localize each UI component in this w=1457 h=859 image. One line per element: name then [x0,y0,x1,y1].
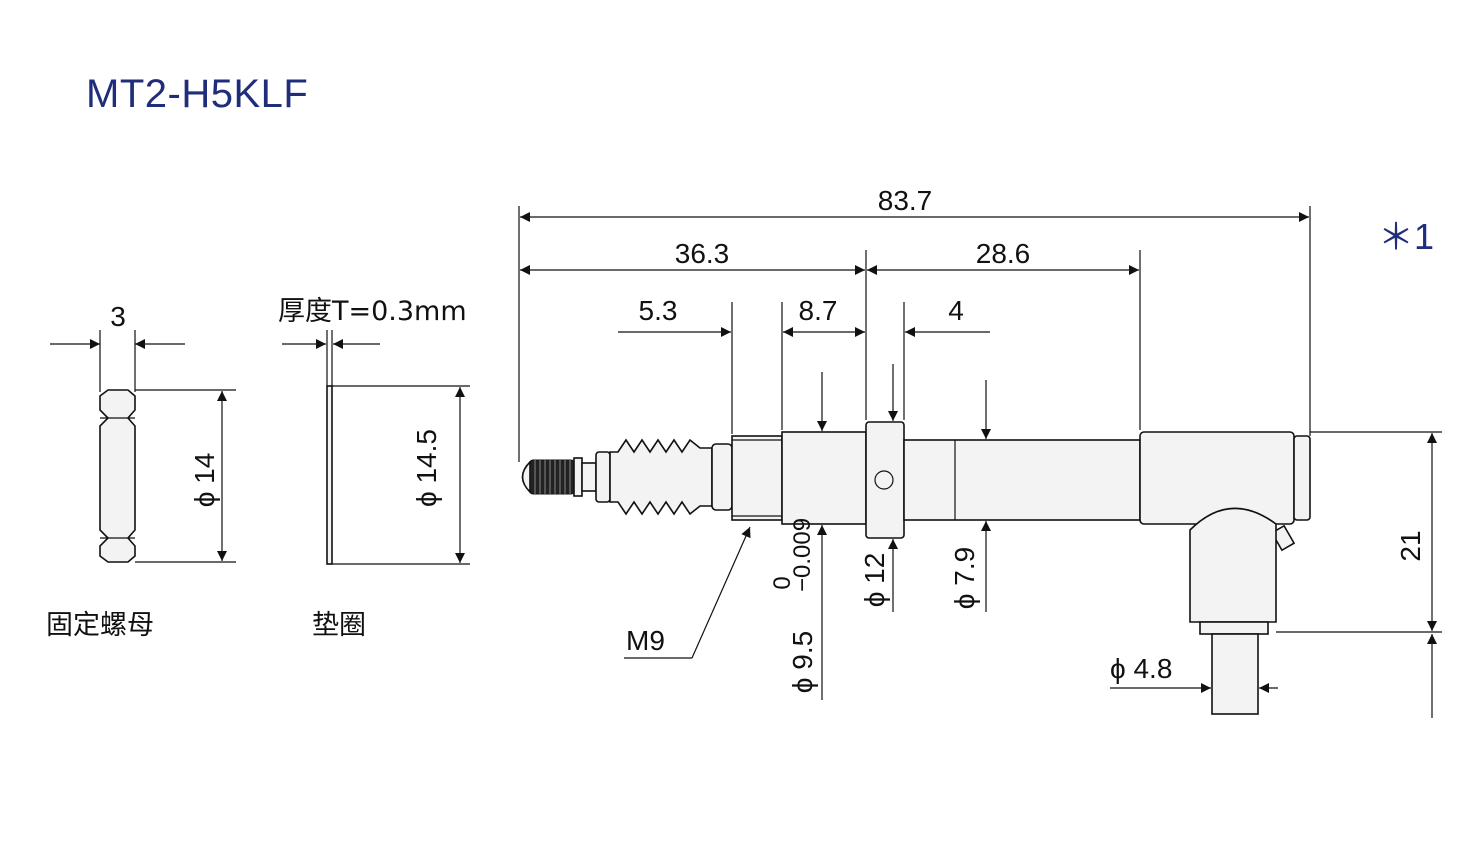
fixing-nut: 3 ϕ 14 固定螺母 [46,301,236,641]
tolerance-upper-label: 0 [769,576,796,589]
note-marker: ＊1 [1378,216,1435,257]
page-title: MT2-H5KLF [86,72,309,116]
stem-diameter-label: ϕ 9.5 [787,631,818,693]
probe-dimensions: 83.7 36.3 28.6 5.3 8.7 4 [518,185,1311,462]
washer-label: 垫圈 [312,610,366,641]
length-d-label: 8.7 [799,295,838,326]
length-e-label: 4 [948,295,964,326]
length-b-label: 28.6 [976,238,1031,269]
height-label: 21 [1395,530,1426,561]
diameter-callouts: ϕ 9.5 0 −0.009 M9 ϕ 12 ϕ 7.9 21 ϕ 4.8 [624,364,1442,718]
washer: 厚度T=0.3mm ϕ 14.5 垫圈 [278,296,470,641]
nut-label: 固定螺母 [46,610,154,641]
length-c-label: 5.3 [639,295,678,326]
washer-diameter-label: ϕ 14.5 [411,429,442,507]
length-a-label: 36.3 [675,238,730,269]
shaft-diameter-label: ϕ 7.9 [949,547,980,609]
overall-length-label: 83.7 [878,185,933,216]
probe-body [521,421,1311,715]
washer-thickness-label: 厚度T=0.3mm [278,296,467,327]
collar-diameter-label: ϕ 12 [859,553,890,608]
nut-diameter-label: ϕ 14 [189,453,220,508]
thread-label: M9 [626,625,665,656]
cable-diameter-label: ϕ 4.8 [1110,653,1172,684]
nut-width-label: 3 [110,301,126,332]
tolerance-lower-label: −0.009 [789,518,816,592]
